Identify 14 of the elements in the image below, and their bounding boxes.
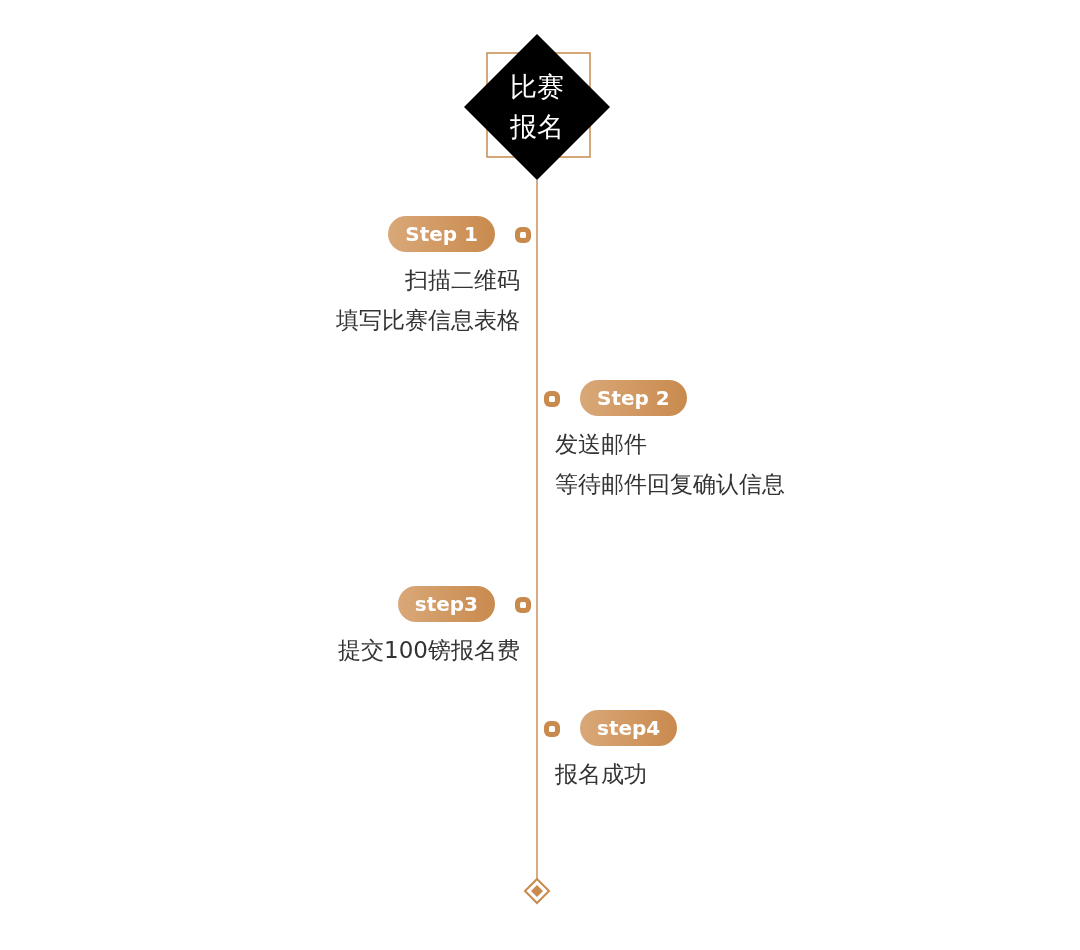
step-pill: step3: [397, 586, 495, 622]
step-description: 提交100镑报名费: [338, 636, 520, 665]
step-description: 填写比赛信息表格: [336, 306, 520, 335]
step-description: 等待邮件回复确认信息: [555, 470, 785, 499]
title-diamond: [464, 34, 610, 180]
step-pill: Step 2: [580, 380, 687, 416]
step-pill: step4: [580, 710, 678, 746]
end-diamond-icon: [523, 877, 551, 905]
title-text: 比赛报名: [509, 70, 565, 144]
step-description: 报名成功: [555, 760, 648, 789]
step-description: 扫描二维码: [404, 266, 520, 295]
step-pill: Step 1: [388, 216, 495, 252]
timeline-line: [536, 179, 538, 880]
step-description: 发送邮件: [555, 430, 648, 459]
